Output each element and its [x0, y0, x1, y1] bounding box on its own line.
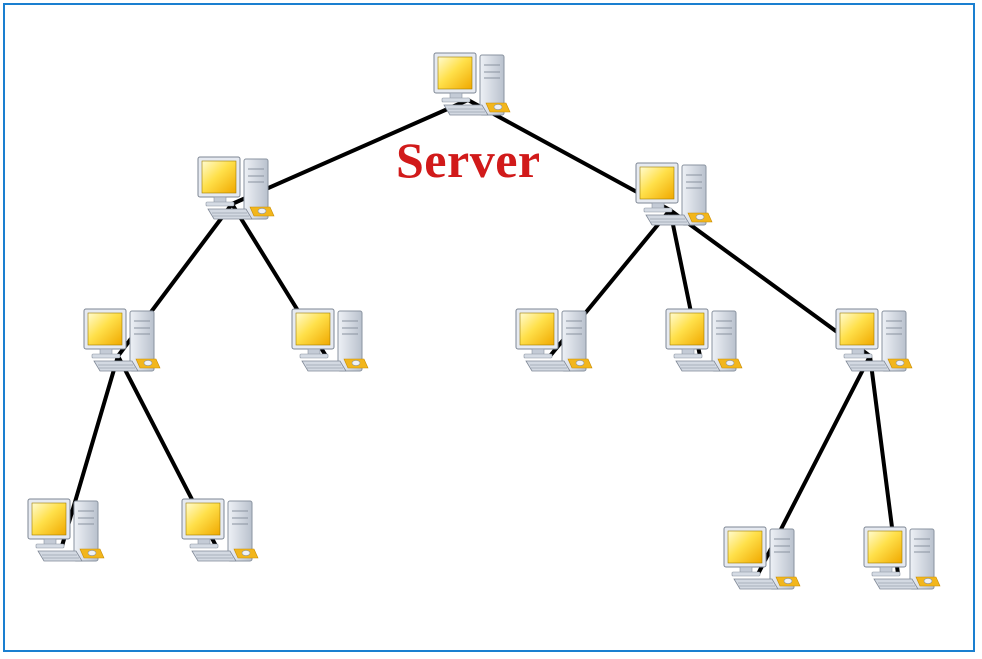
server-desktop-computer-icon-root: [433, 52, 511, 116]
client-desktop-computer-icon-l3c: [723, 526, 801, 590]
client-desktop-computer-icon-l2b: [291, 308, 369, 372]
server-label: Server: [396, 132, 541, 188]
client-desktop-computer-icon-l2d: [665, 308, 743, 372]
client-desktop-computer-icon-l2e: [835, 308, 913, 372]
client-desktop-computer-icon-l2c: [515, 308, 593, 372]
client-desktop-computer-icon-l3d: [863, 526, 941, 590]
link-root-l1a: [230, 98, 470, 206]
client-desktop-computer-icon-l3a: [27, 498, 105, 562]
client-desktop-computer-icon-l1a: [197, 156, 275, 220]
client-desktop-computer-icon-l3b: [181, 498, 259, 562]
client-desktop-computer-icon-l1b: [635, 162, 713, 226]
client-desktop-computer-icon-l2a: [83, 308, 161, 372]
link-l2a-l3a: [60, 354, 120, 548]
